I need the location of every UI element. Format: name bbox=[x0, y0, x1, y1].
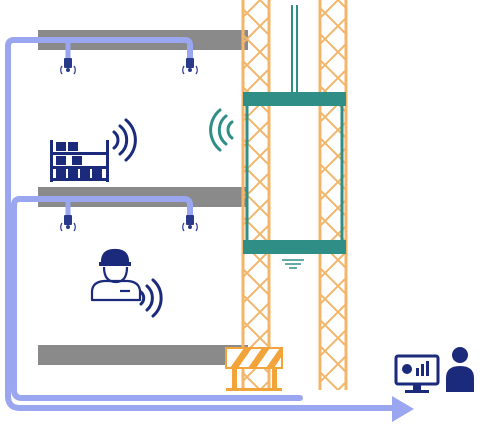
ceiling-sensor-icon bbox=[182, 58, 198, 75]
floor-slab-bottom bbox=[38, 345, 248, 365]
arrow-right-icon bbox=[392, 396, 414, 422]
mast-right bbox=[318, 0, 348, 390]
worker-wifi-signal-icon bbox=[139, 278, 163, 318]
rack-wifi-signal-icon bbox=[112, 118, 137, 162]
pallet-rack-icon bbox=[50, 140, 109, 182]
network-cable-branch bbox=[11, 196, 303, 401]
ceiling-sensor-icon bbox=[60, 58, 76, 75]
ceiling-sensor-icon bbox=[182, 215, 198, 232]
ceiling-sensor-icon bbox=[60, 215, 76, 232]
cage-wifi-signal-icon bbox=[209, 108, 234, 152]
hoist-cage-icon bbox=[243, 92, 346, 269]
hoist-cable bbox=[291, 5, 298, 92]
network-cable bbox=[5, 37, 401, 411]
monitoring-station-icon bbox=[394, 347, 474, 393]
safety-barrier-icon bbox=[225, 347, 283, 391]
construction-worker-icon bbox=[90, 248, 142, 302]
